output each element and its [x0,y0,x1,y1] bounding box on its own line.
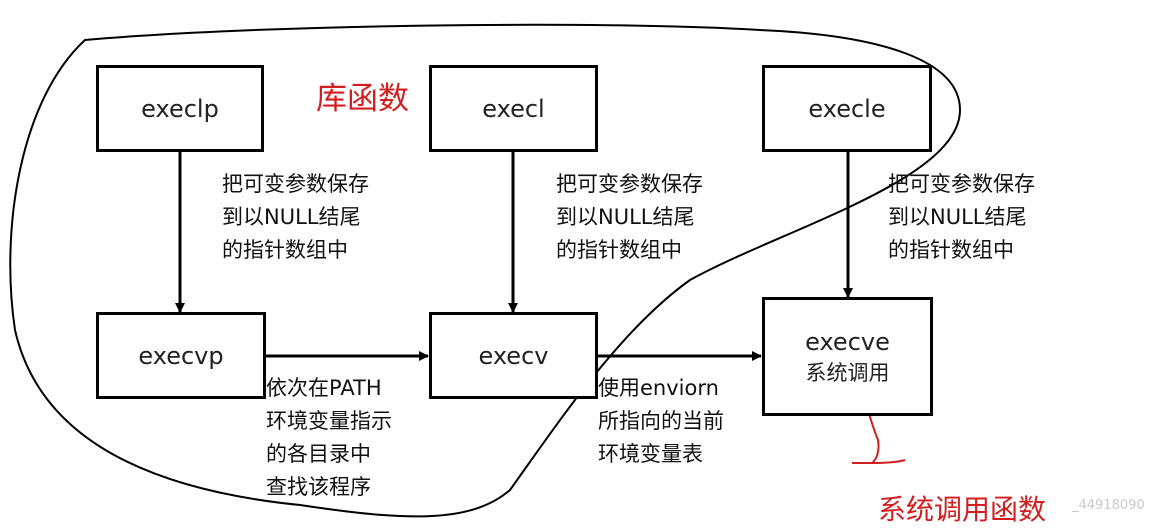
box-execl: execl [429,65,598,152]
note-execl: 把可变参数保存 到以NULL结尾 的指针数组中 [556,172,703,262]
execvp-label: execvp [138,341,224,370]
box-execlp: execlp [96,65,264,152]
execle-label: execle [808,94,886,123]
box-execle: execle [762,65,932,152]
execve-sublabel: 系统调用 [805,360,890,385]
execve-label: execve [805,327,890,356]
note-path-search: 依次在PATH 环境变量指示 的各目录中 查找该程序 [266,376,392,499]
note-execlp: 把可变参数保存 到以NULL结尾 的指针数组中 [222,172,369,262]
execlp-label: execlp [141,94,219,123]
execl-label: execl [482,94,545,123]
note-environ: 使用enviorn 所指向的当前 环境变量表 [598,376,724,466]
system-call-function-label: 系统调用函数 [878,493,1047,526]
library-functions-outline [9,23,962,518]
box-execv: execv [429,312,598,399]
library-functions-label: 库函数 [316,81,409,117]
execv-label: execv [478,341,549,370]
watermark: _44918090 [1072,498,1145,513]
note-execle: 把可变参数保存 到以NULL结尾 的指针数组中 [888,172,1035,262]
box-execve: execve 系统调用 [762,297,933,416]
box-execvp: execvp [96,312,266,399]
